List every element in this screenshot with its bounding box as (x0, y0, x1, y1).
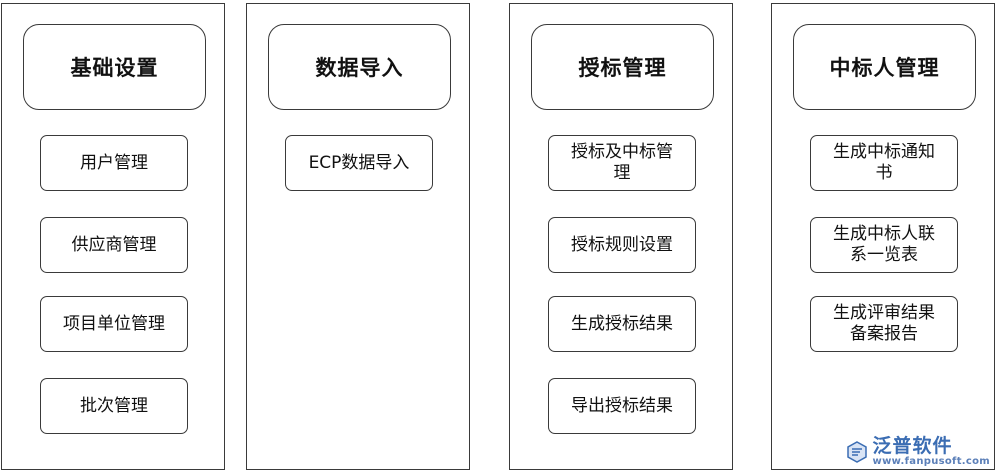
column-award-management: 授标管理 授标及中标管理 授标规则设置 生成授标结果 导出授标结果 (509, 3, 733, 470)
item-ecp-data-import: ECP数据导入 (285, 135, 433, 191)
watermark-brand: 泛普软件 (872, 435, 953, 457)
item-user-management: 用户管理 (40, 135, 188, 191)
column-data-import: 数据导入 ECP数据导入 (246, 3, 470, 470)
column-header: 基础设置 (23, 24, 206, 110)
watermark-url: www.fanpusoft.com (872, 456, 990, 467)
item-generate-award-notice: 生成中标通知书 (810, 135, 958, 191)
item-export-award-result: 导出授标结果 (548, 378, 696, 434)
item-batch-management: 批次管理 (40, 378, 188, 434)
fanpu-logo-icon (846, 440, 867, 463)
item-generate-award-result: 生成授标结果 (548, 296, 696, 352)
item-generate-contact-list: 生成中标人联系一览表 (810, 217, 958, 273)
column-winning-bidder-management: 中标人管理 生成中标通知书 生成中标人联系一览表 生成评审结果备案报告 (771, 3, 995, 470)
column-header: 数据导入 (268, 24, 451, 110)
column-header: 授标管理 (531, 24, 714, 110)
item-award-and-bid-management: 授标及中标管理 (548, 135, 696, 191)
item-award-rule-settings: 授标规则设置 (548, 217, 696, 273)
watermark-text: 泛普软件 www.fanpusoft.com (873, 436, 990, 467)
column-header: 中标人管理 (793, 24, 976, 110)
item-project-unit-management: 项目单位管理 (40, 296, 188, 352)
item-generate-review-report: 生成评审结果备案报告 (810, 296, 958, 352)
column-basic-settings: 基础设置 用户管理 供应商管理 项目单位管理 批次管理 (1, 3, 225, 470)
item-supplier-management: 供应商管理 (40, 217, 188, 273)
watermark: 泛普软件 www.fanpusoft.com (845, 436, 990, 467)
